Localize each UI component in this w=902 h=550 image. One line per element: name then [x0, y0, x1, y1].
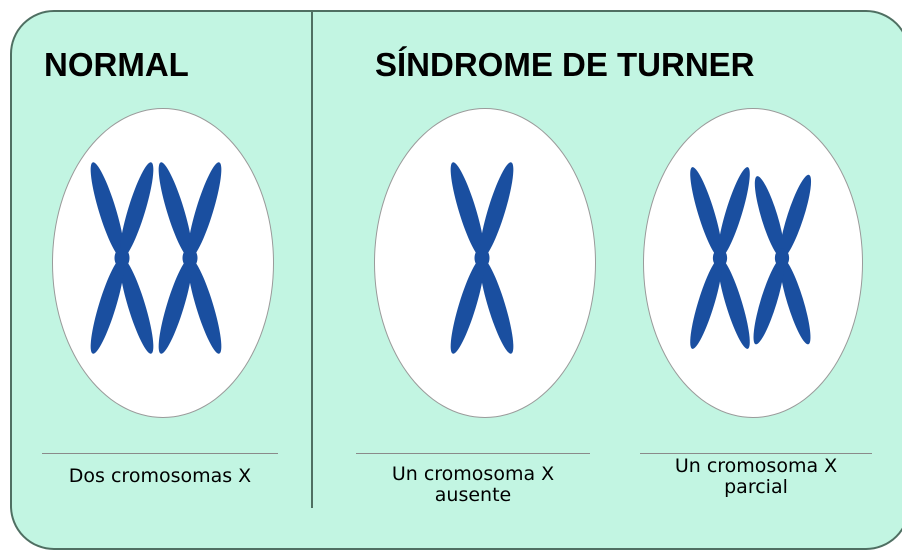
chromosome-x-normal-2	[153, 160, 228, 356]
caption-normal-text: Dos cromosomas X	[68, 465, 252, 487]
heading-normal: NORMAL	[44, 46, 189, 83]
chromosome-x-partial	[748, 172, 817, 346]
caption-partial: Un cromosoma X parcial	[640, 456, 872, 498]
cell-normal	[52, 108, 274, 418]
chromosomes-layer	[0, 0, 902, 508]
caption-partial-line2: parcial	[724, 476, 788, 498]
caption-rule-normal	[42, 453, 278, 454]
cell-partial-x	[643, 108, 863, 418]
chromosome-x-single	[445, 160, 520, 356]
section-divider	[311, 10, 313, 508]
chromosome-x-normal-1	[85, 160, 160, 356]
heading-turner-syndrome: SÍNDROME DE TURNER	[375, 46, 755, 83]
caption-normal: Dos cromosomas X	[42, 466, 278, 487]
caption-rule-absent	[356, 453, 590, 454]
caption-absent-line2: ausente	[434, 484, 512, 506]
caption-absent: Un cromosoma X ausente	[356, 464, 590, 506]
caption-rule-partial	[640, 453, 872, 454]
caption-partial-line1: Un cromosoma X	[674, 455, 838, 477]
caption-absent-line1: Un cromosoma X	[391, 463, 555, 485]
chromosome-x-full	[685, 165, 756, 351]
